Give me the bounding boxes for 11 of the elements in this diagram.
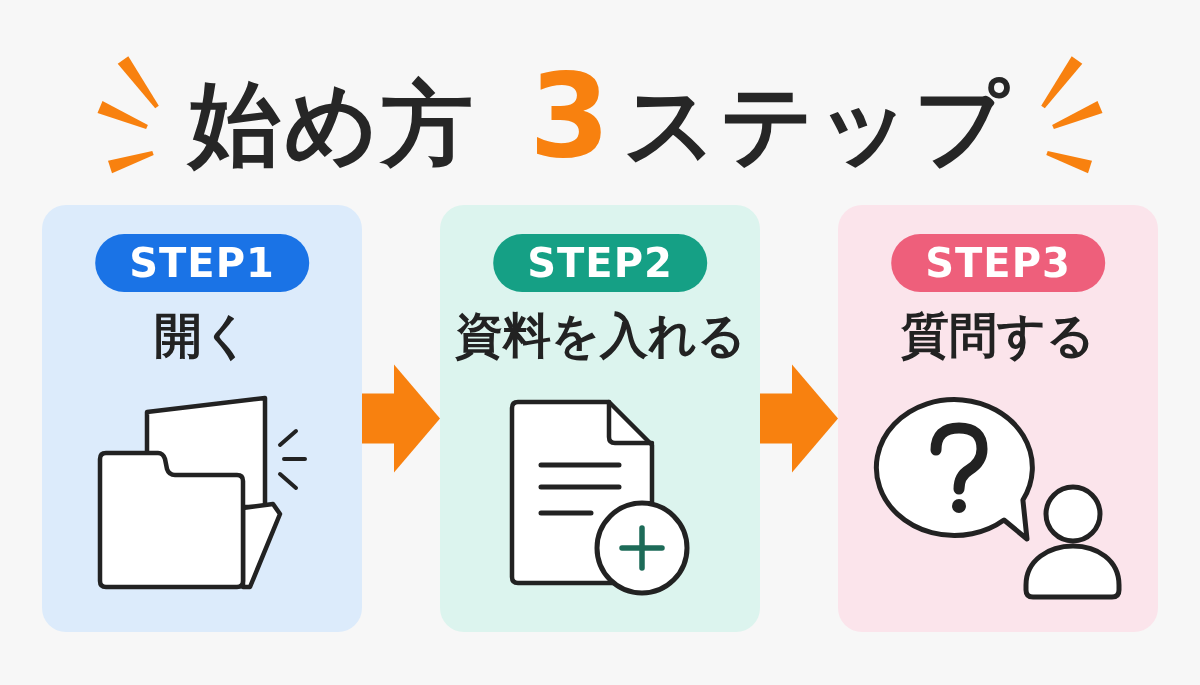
step-badge: STEP3	[891, 234, 1105, 292]
step-card	[42, 205, 362, 632]
step-heading: 質問する	[901, 306, 1095, 365]
step-heading: 開く	[153, 306, 251, 365]
step-badge: STEP1	[95, 234, 309, 292]
step-badge: STEP2	[493, 234, 707, 292]
step-card	[440, 205, 760, 632]
step-card	[838, 205, 1158, 632]
step-heading: 資料を入れる	[454, 306, 746, 365]
arrow	[760, 364, 838, 473]
arrow	[362, 364, 440, 473]
